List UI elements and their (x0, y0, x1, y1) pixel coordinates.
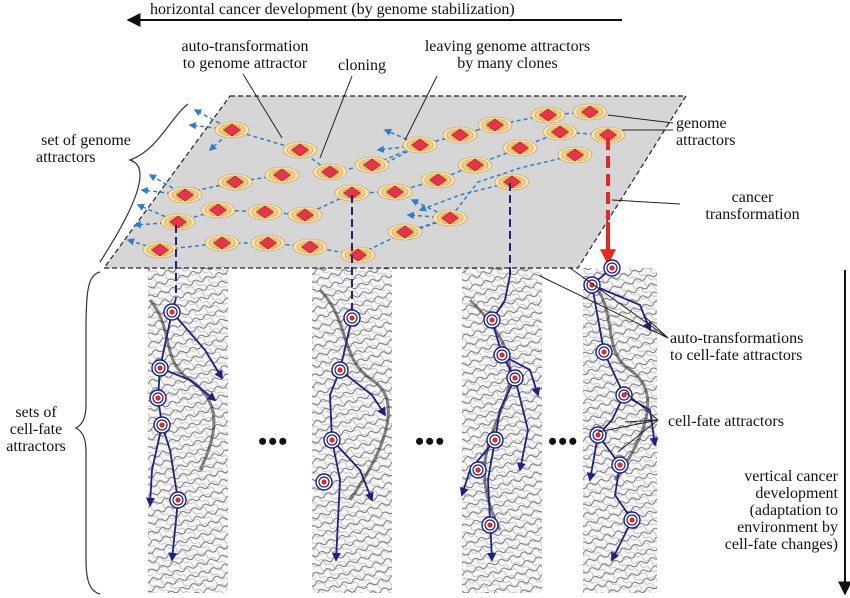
cell-fate-attractor (163, 303, 181, 321)
plane-to-strip-connectors (175, 183, 511, 318)
genome-attractor (217, 173, 253, 191)
genome-attractor (250, 234, 286, 252)
cell-fate-attractor (589, 426, 607, 444)
auto-transformation-line1: auto-transformation (181, 38, 309, 55)
vertical-development-line2: development (755, 485, 838, 502)
genome-attractor (432, 209, 468, 227)
vertical-development-line1: vertical cancer (744, 468, 838, 485)
cell-fate-attractors-label: cell-fate attractors (668, 413, 784, 430)
sets-of-cell-fate-line2: cell-fate (9, 421, 63, 438)
cell-fate-attractor (506, 369, 524, 387)
genome-attractor (442, 126, 478, 144)
genome-attractor (282, 141, 318, 159)
cell-fate-attractor (331, 361, 349, 379)
genome-attractor (287, 206, 323, 224)
sets-of-cell-fate-line1: sets of (15, 404, 57, 421)
genome-attractor (292, 238, 328, 256)
genome-attractors-line2: attractors (676, 132, 736, 149)
cell-fate-attractor (481, 516, 499, 534)
cell-fate-strip-3 (462, 268, 542, 593)
set-of-genome-line1: set of genome (41, 132, 131, 149)
genome-attractor (477, 116, 513, 134)
leaving-attractors-label: leaving genome attractors by many clones (400, 38, 615, 72)
genome-attractor (204, 234, 240, 252)
genome-attractor (457, 156, 493, 174)
cell-fate-attractor (323, 431, 341, 449)
genome-attractor (167, 186, 203, 204)
ellipsis-1: ••• (258, 427, 289, 456)
cell-fate-attractor (169, 491, 187, 509)
vertical-development-label: vertical cancer development (adaptation … (680, 468, 838, 553)
brace-cell-fate-sets (74, 271, 101, 595)
sets-of-cell-fate-line3: attractors (6, 438, 66, 455)
genome-attractor (542, 123, 578, 141)
genome-attractor (557, 146, 593, 164)
genome-attractors-line1: genome (676, 115, 727, 132)
vertical-development-line4: environment by (737, 519, 838, 536)
genome-attractor (340, 246, 376, 264)
genome-attractor (494, 173, 530, 191)
cell-fate-attractor (623, 511, 641, 529)
genome-attractor (530, 106, 566, 124)
cell-fate-attractor (315, 473, 333, 491)
genome-attractor (420, 171, 456, 189)
genome-attractor (200, 201, 236, 219)
auto-cell-fate-line2: to cell-fate attractors (670, 347, 803, 364)
sets-of-cell-fate-attractors-label: sets of cell-fate attractors (2, 404, 70, 455)
genome-attractor (402, 136, 438, 154)
genome-attractor (354, 156, 390, 174)
cancer-transformation-line2: transformation (705, 206, 800, 223)
genome-attractor (247, 203, 283, 221)
genome-attractor (312, 163, 348, 181)
auto-transformations-cell-fate-label: auto-transformations to cell-fate attrac… (670, 330, 803, 364)
auto-cell-fate-line1: auto-transformations (670, 330, 804, 347)
genome-attractor (160, 213, 196, 231)
cell-fate-attractor (595, 343, 613, 361)
cell-fate-attractor (469, 461, 487, 479)
genome-attractor (502, 139, 538, 157)
top-arrow-label: horizontal cancer development (by genome… (150, 1, 515, 18)
cell-fate-attractor (483, 311, 501, 329)
genome-attractor (377, 183, 413, 201)
leaving-attractors-line2: by many clones (457, 55, 558, 72)
genome-attractor-plane (102, 95, 688, 269)
cell-fate-attractor (615, 386, 633, 404)
cell-fate-attractor (611, 456, 629, 474)
genome-attractor (590, 126, 626, 144)
genome-attractor (387, 223, 423, 241)
vertical-development-line3: (adaptation to (749, 502, 838, 519)
cell-fate-attractor (343, 309, 361, 327)
set-of-genome-line2: attractors (36, 149, 96, 166)
cancer-transformation-line1: cancer (731, 189, 774, 206)
genome-attractor-nodes (142, 103, 626, 264)
brace-genome-set (99, 103, 189, 263)
auto-transformation-line2: to genome attractor (182, 55, 308, 72)
leader-lines (242, 73, 681, 453)
cell-fate-attractor (149, 389, 167, 407)
set-of-genome-attractors-label: set of genome attractors (26, 132, 146, 166)
genome-attractor (264, 166, 300, 184)
auto-transformation-label: auto-transformation to genome attractor (155, 38, 335, 72)
cell-fate-attractor (493, 346, 511, 364)
cell-fate-attractor (603, 259, 621, 277)
ellipsis-3: ••• (548, 427, 579, 456)
vertical-development-line5: cell-fate changes) (724, 536, 838, 553)
cell-fate-attractor (151, 359, 169, 377)
cell-fate-attractor (486, 431, 504, 449)
genome-attractor (142, 241, 178, 259)
cloning-label: cloning (338, 57, 386, 74)
cancer-transformation-label: cancer transformation (680, 189, 825, 223)
ellipsis-2: ••• (415, 427, 446, 456)
genome-attractor (334, 184, 370, 202)
cell-fate-attractor (153, 416, 171, 434)
genome-attractor (572, 103, 608, 121)
leaving-attractors-line1: leaving genome attractors (424, 38, 591, 55)
genome-attractors-label: genome attractors (676, 115, 736, 149)
cell-fate-attractor-nodes (149, 259, 641, 534)
genome-attractor (214, 121, 250, 139)
